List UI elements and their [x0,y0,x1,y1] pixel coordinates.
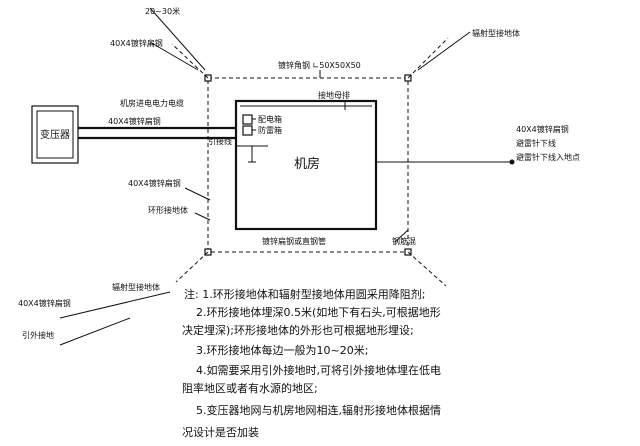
label-transformer: 变压器 [40,128,70,141]
label-radial-top-right: 辐射型接地体 [472,28,520,38]
note-line-3: 决定埋深);环形接地体的外形也可根据地形埋设; [182,323,414,337]
label-angle-steel: 镀锌角钢 ∟50X50X50 [278,60,361,70]
note-line-8: 况设计是否加装 [182,426,259,439]
transformer-outer [31,105,79,164]
surge-box [242,125,253,136]
leader-ring [194,212,211,221]
label-surge-box: 防雷箱 [258,125,282,135]
note-line-5: 4.如需要采用引外接地时,可将引外接地体埋在低电 [196,363,441,377]
label-strip-right: 40X4镀锌扁钢 [516,124,569,134]
label-strip-left-mid: 40X4镀锌扁钢 [108,116,161,126]
note-line-7: 5.变压器地网与机房地网相连,辐射形接地体根据情 [196,403,441,417]
ring-ground-boundary [207,77,409,253]
label-external-ground: 引外接地 [22,330,54,340]
label-strip-left-lower: 40X4镀锌扁钢 [128,178,181,188]
label-strip-top-left: 40X4镀锌扁钢 [110,38,163,48]
label-top-bar: 接地母排 [318,90,350,100]
downlead-point [509,159,515,165]
note-line-1: 注: 1.环形接地体和辐射型接地体用圆采用降阻剂; [184,287,425,301]
note-line-6: 阻率地区或者有水源的地区; [182,381,318,395]
label-downlead-2: 避雷针下线入地点 [516,152,580,162]
label-wall-strip: 镀锌扁钢或直钢管 [262,236,326,246]
label-strip-bottom-left: 40X4镀锌扁钢 [18,298,71,308]
label-radial-bottom-left: 辐射型接地体 [112,282,160,292]
leader-steel-column [394,229,409,243]
radial-bottom-left [175,251,209,283]
leader-radial [417,31,471,71]
radial-bottom-right [407,251,447,287]
label-lead-wire: 引接线 [208,136,232,146]
label-room: 机房 [294,156,320,172]
leader-spacing [149,7,206,71]
leader-strip-top [149,41,199,71]
label-ring-ground: 环形接地体 [148,205,188,215]
label-distribution-box: 配电箱 [258,114,282,124]
label-power-cable: 机房进电电力电缆 [120,98,184,108]
radial-top-right [407,37,449,79]
transformer-inner [36,110,74,159]
note-line-4: 3.环形接地体每边一般为10~20米; [196,343,368,357]
leader-strip-lower [184,187,211,201]
label-spacing: 20~30米 [145,6,180,16]
distribution-box [242,114,253,125]
external-ground-line [59,317,131,346]
radial-top-left [171,43,209,79]
machine-room [234,99,378,231]
strip-bottom-left-line [59,291,171,319]
label-steel-column: 钢筋混 [392,236,416,246]
label-downlead-1: 避雷针下线 [516,138,556,148]
note-line-2: 2.环形接地体埋深0.5米(如地下有石头,可根据地形 [196,305,441,319]
